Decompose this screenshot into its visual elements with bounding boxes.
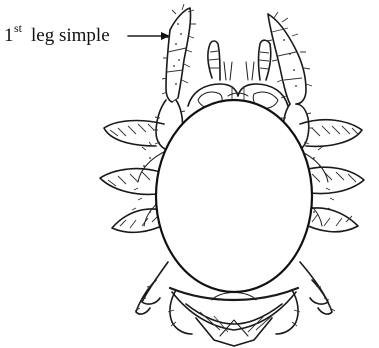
label-arrow bbox=[128, 32, 170, 40]
label-superscript: st bbox=[14, 21, 23, 35]
antennae bbox=[208, 40, 271, 80]
label-text: leg simple bbox=[31, 25, 110, 46]
abdomen bbox=[168, 288, 300, 346]
label-number: 1 bbox=[4, 25, 14, 46]
carapace bbox=[156, 100, 312, 292]
leg-label: 1 st leg simple bbox=[4, 21, 110, 46]
